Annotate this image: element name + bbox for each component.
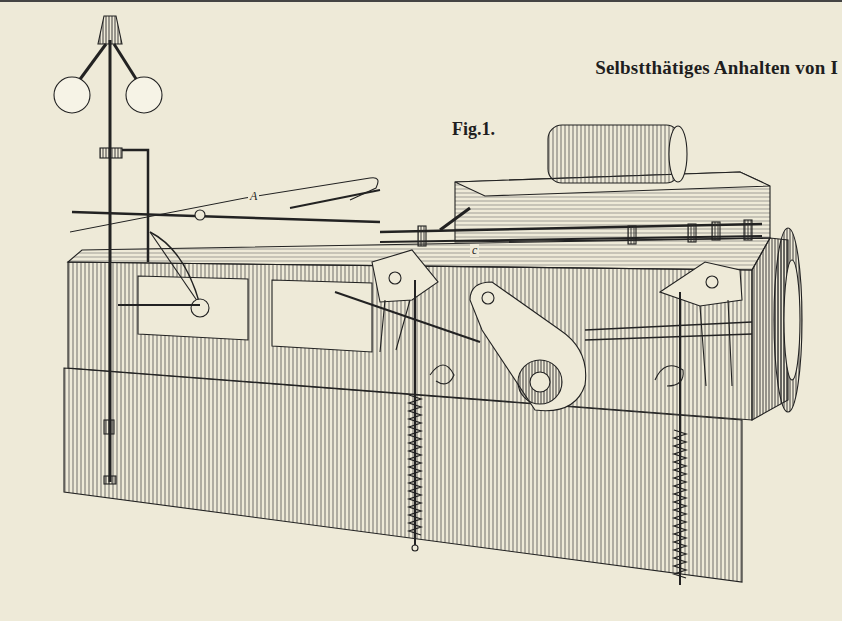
shaft-core bbox=[530, 372, 550, 392]
governor-arm bbox=[114, 44, 138, 82]
lever-plate bbox=[372, 250, 438, 302]
pivot bbox=[195, 210, 205, 220]
catch bbox=[655, 366, 683, 386]
pin bbox=[482, 292, 494, 304]
catch bbox=[430, 365, 454, 384]
guide bbox=[628, 226, 636, 244]
bracket bbox=[380, 300, 410, 352]
link-plate bbox=[470, 282, 586, 411]
pivot bbox=[191, 299, 209, 317]
bracket bbox=[700, 300, 732, 386]
plate-title: Selbstthätiges Anhalten von I bbox=[595, 58, 838, 79]
plate-border bbox=[0, 0, 842, 2]
part-letter: A bbox=[248, 190, 259, 203]
roller bbox=[548, 125, 680, 183]
wheel bbox=[774, 228, 802, 412]
spring-hook bbox=[412, 545, 418, 551]
link bbox=[118, 304, 200, 306]
governor-head bbox=[98, 16, 122, 44]
quadrant bbox=[150, 232, 200, 305]
governor-yoke bbox=[122, 150, 148, 262]
spring-rod bbox=[679, 292, 681, 585]
guide bbox=[418, 226, 426, 246]
rod bbox=[380, 236, 762, 242]
lever-plate bbox=[660, 262, 742, 306]
bearing bbox=[104, 420, 114, 434]
coil-spring bbox=[674, 430, 686, 578]
shaft-end bbox=[518, 360, 562, 404]
foot-bearing bbox=[104, 476, 116, 484]
wheel-hub bbox=[784, 260, 800, 380]
coil-spring bbox=[409, 395, 421, 535]
spring-rod bbox=[414, 280, 416, 548]
rope bbox=[585, 322, 752, 330]
quadrant-arm bbox=[150, 232, 200, 305]
guide bbox=[712, 222, 720, 240]
rod bbox=[72, 212, 380, 222]
figure-number: Fig.1. bbox=[452, 120, 495, 140]
lever-arm bbox=[335, 292, 480, 342]
roller-end bbox=[669, 126, 687, 182]
guide bbox=[744, 220, 752, 240]
governor-collar bbox=[100, 148, 122, 158]
hook-lever bbox=[245, 178, 378, 200]
governor-spindle bbox=[109, 40, 112, 482]
part-letter: c bbox=[470, 244, 479, 257]
rope bbox=[585, 334, 752, 340]
pivot bbox=[706, 276, 718, 288]
governor-arm bbox=[78, 44, 106, 82]
rod-thin bbox=[70, 198, 245, 232]
guide bbox=[688, 224, 696, 242]
governor-ball bbox=[54, 77, 90, 113]
panel bbox=[272, 280, 372, 352]
governor-ball bbox=[126, 77, 162, 113]
screw bbox=[440, 208, 470, 230]
pivot bbox=[389, 272, 401, 284]
rod bbox=[290, 190, 380, 208]
rod bbox=[380, 224, 762, 232]
